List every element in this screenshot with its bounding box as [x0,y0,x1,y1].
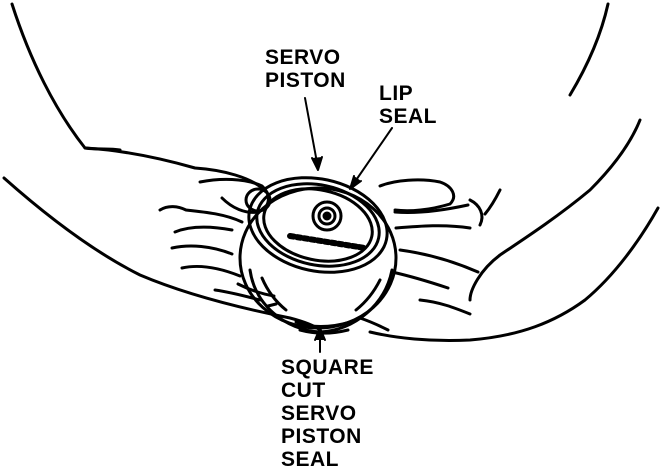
label-servo-piston: SERVO PISTON [265,46,346,92]
servo-piston-assembly [238,176,398,335]
label-line: LIP [379,82,414,105]
label-line: PISTON [265,69,346,92]
arrowhead-lip-seal [349,175,362,190]
leader-lines [304,97,393,353]
label-line: SQUARE [281,356,374,379]
right-hand [358,2,660,343]
label-square-cut-servo-piston-seal: SQUARE CUT SERVO PISTON SEAL [281,356,374,471]
leader-servo-piston [304,97,319,169]
label-line: SERVO [281,402,357,425]
leader-lip-seal [351,127,393,187]
label-line: SEAL [281,448,340,471]
arrowhead-servo-piston [311,156,323,171]
label-line: PISTON [281,425,362,448]
label-lip-seal: LIP SEAL [379,82,437,128]
arrowhead-square-cut-seal [314,327,326,341]
label-line: SERVO [265,46,341,69]
label-line: SEAL [379,105,438,128]
label-line: CUT [281,379,326,402]
